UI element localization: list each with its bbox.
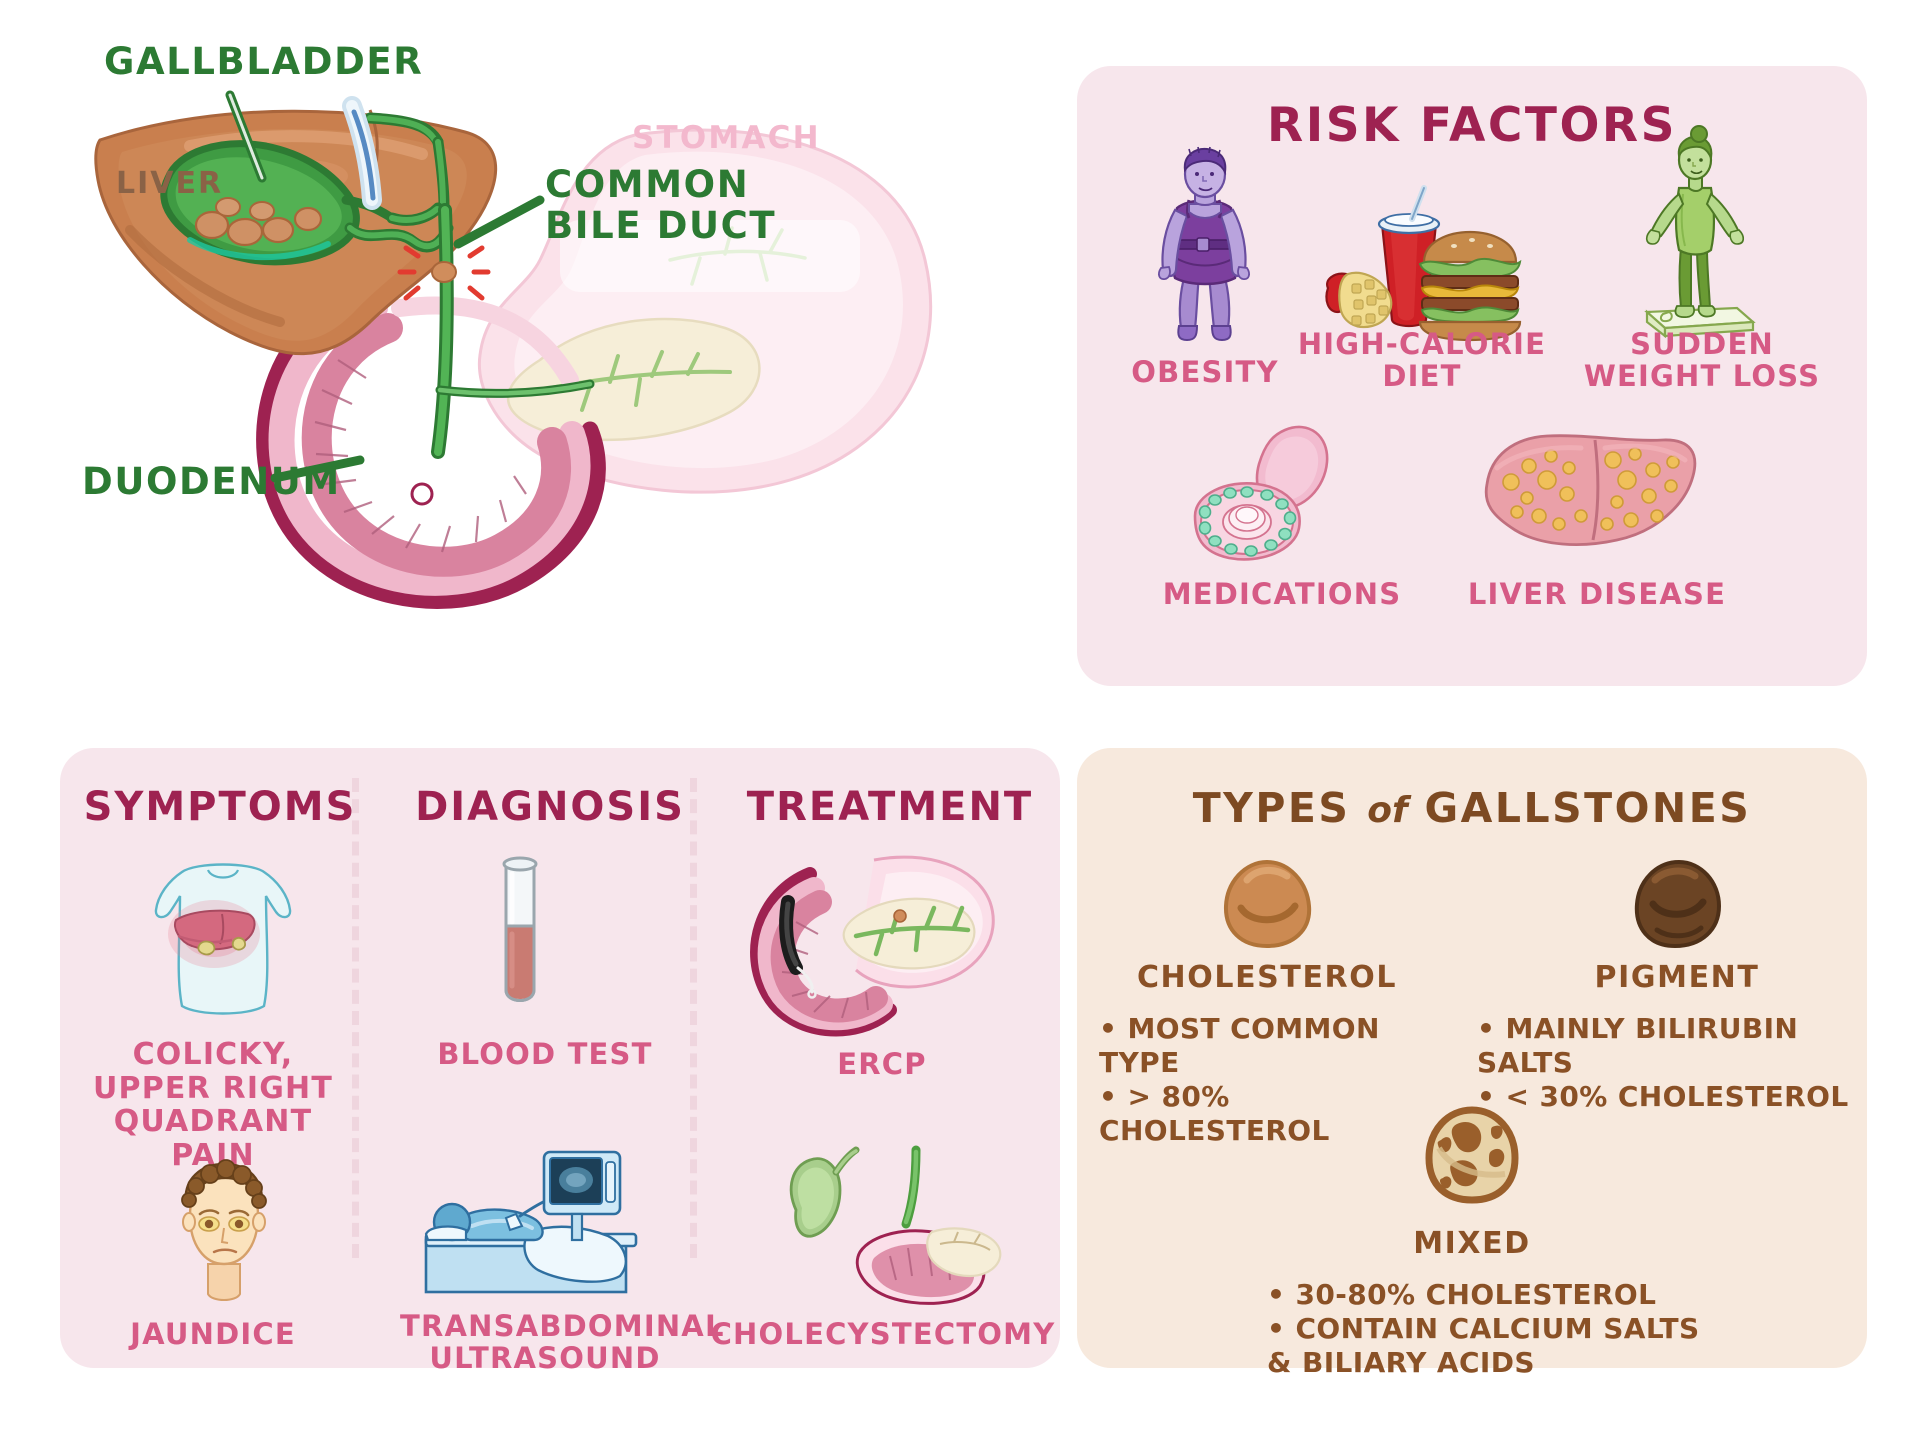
leader-line-gallbladder-cap	[228, 93, 264, 180]
soda-cup-icon	[1377, 185, 1441, 328]
type-name-mixed: MIXED	[1413, 1226, 1531, 1261]
impacted-stone-icon	[397, 245, 491, 301]
jaundice-face-icon	[160, 1159, 290, 1310]
types-of-gallstones-panel: TYPES of GALLSTONES CHOLESTEROL • MOST C…	[1077, 748, 1867, 1379]
torso-pain-icon	[148, 856, 298, 1026]
stomach-illustration	[477, 128, 933, 494]
divider-diagnosis-treatment	[690, 778, 704, 1258]
birth-control-pills-icon	[1177, 418, 1387, 568]
type-name-cholesterol: CHOLESTEROL	[1136, 960, 1398, 995]
label-common-bile-duct-line1: COMMON	[545, 163, 750, 206]
treatment-label-ercp: ERCP	[837, 1047, 927, 1081]
bile-duct-illustration	[344, 112, 595, 459]
diagnosis-label-ultrasound-line2: ULTRASOUND	[429, 1341, 661, 1376]
risk-factors-title: RISK FACTORS	[1267, 98, 1677, 153]
label-duodenum: DUODENUM	[82, 460, 341, 503]
risk-label-medications: MEDICATIONS	[1162, 577, 1402, 611]
risk-label-high-calorie-diet-line2: DIET	[1382, 359, 1462, 394]
types-title-connector: of	[1367, 790, 1408, 831]
symptom-label-line2: UPPER RIGHT	[92, 1070, 334, 1106]
mixed-stone-icon	[1419, 1104, 1525, 1208]
diagnosis-label-blood-test: BLOOD TEST	[437, 1037, 653, 1071]
diagnosis-title: DIAGNOSIS	[415, 784, 685, 830]
symptom-label-jaundice: JAUNDICE	[130, 1317, 296, 1351]
diagnosis-label-ultrasound-line1: TRANSABDOMINAL	[400, 1309, 725, 1343]
leader-line-bile-duct	[453, 195, 545, 249]
fries-icon	[1325, 271, 1393, 329]
anatomy-diagram	[70, 60, 1050, 660]
types-title-main: TYPES	[1192, 784, 1351, 832]
type-bullets-pigment: • MAINLY BILIRUBIN SALTS • < 30% CHOLEST…	[1477, 1012, 1849, 1114]
risk-label-sudden-weight-loss-line2: WEIGHT LOSS	[1583, 359, 1821, 394]
label-common-bile-duct-line2: BILE DUCT	[545, 203, 777, 247]
leader-line-duodenum	[270, 455, 365, 483]
symptoms-diagnosis-treatment-panel: SYMPTOMS DIAGNOSIS TREATMENT	[60, 748, 1060, 1375]
risk-label-sudden-weight-loss: SUDDEN WEIGHT LOSS	[1557, 328, 1847, 393]
symptom-label-colicky-pain: COLICKY, UPPER RIGHT QUADRANT PAIN	[68, 1038, 358, 1172]
risk-factors-panel: RISK FACTORS	[1077, 66, 1867, 686]
test-tube-icon	[480, 848, 560, 1018]
risk-label-sudden-weight-loss-line1: SUDDEN	[1630, 327, 1774, 361]
treatment-label-cholecystectomy: CHOLECYSTECTOMY	[710, 1317, 1056, 1351]
duodenum-illustration	[256, 281, 606, 609]
label-gallbladder: GALLBLADDER	[104, 40, 424, 83]
gallbladder-illustration	[160, 140, 397, 266]
label-stomach: STOMACH	[632, 120, 821, 156]
burger-icon	[1418, 230, 1522, 342]
type-bullets-cholesterol: • MOST COMMON TYPE • > 80% CHOLESTEROL	[1099, 1012, 1380, 1148]
treatment-title: TREATMENT	[746, 784, 1034, 830]
type-bullets-mixed: • 30-80% CHOLESTEROL • CONTAIN CALCIUM S…	[1267, 1278, 1700, 1380]
divider-symptoms-diagnosis	[352, 778, 366, 1258]
portal-vein-illustration	[342, 96, 382, 210]
risk-label-high-calorie-diet: HIGH-CALORIE DIET	[1292, 328, 1552, 393]
ultrasound-exam-icon	[412, 1130, 672, 1300]
types-title-tail: GALLSTONES	[1424, 784, 1752, 832]
ercp-endoscope-icon	[740, 850, 1000, 1040]
gallstones-in-gallbladder	[194, 197, 323, 247]
symptoms-title: SYMPTOMS	[83, 784, 357, 830]
cirrhotic-liver-icon	[1477, 428, 1707, 568]
person-on-scale-icon	[1617, 125, 1767, 346]
label-common-bile-duct: COMMON BILE DUCT	[545, 163, 777, 247]
fast-food-icon	[1320, 176, 1522, 346]
type-name-pigment: PIGMENT	[1594, 960, 1760, 995]
obese-woman-icon	[1139, 146, 1269, 346]
risk-label-obesity: OBESITY	[1131, 355, 1279, 389]
pigment-stone-icon	[1627, 856, 1727, 952]
gallbladder-removal-icon	[740, 1145, 1010, 1308]
pill-ring	[1198, 486, 1297, 557]
leader-lines	[225, 90, 545, 483]
label-liver: LIVER	[116, 166, 224, 201]
cholesterol-stone-icon	[1217, 856, 1317, 952]
risk-label-liver-disease: LIVER DISEASE	[1467, 577, 1727, 611]
diagnosis-label-ultrasound: TRANSABDOMINAL ULTRASOUND	[400, 1309, 725, 1376]
risk-label-high-calorie-diet-line1: HIGH-CALORIE	[1297, 327, 1547, 361]
symptom-label-line3: QUADRANT PAIN	[113, 1104, 313, 1173]
symptom-label-line1: COLICKY,	[132, 1037, 294, 1072]
types-of-gallstones-title: TYPES of GALLSTONES	[1077, 784, 1867, 832]
